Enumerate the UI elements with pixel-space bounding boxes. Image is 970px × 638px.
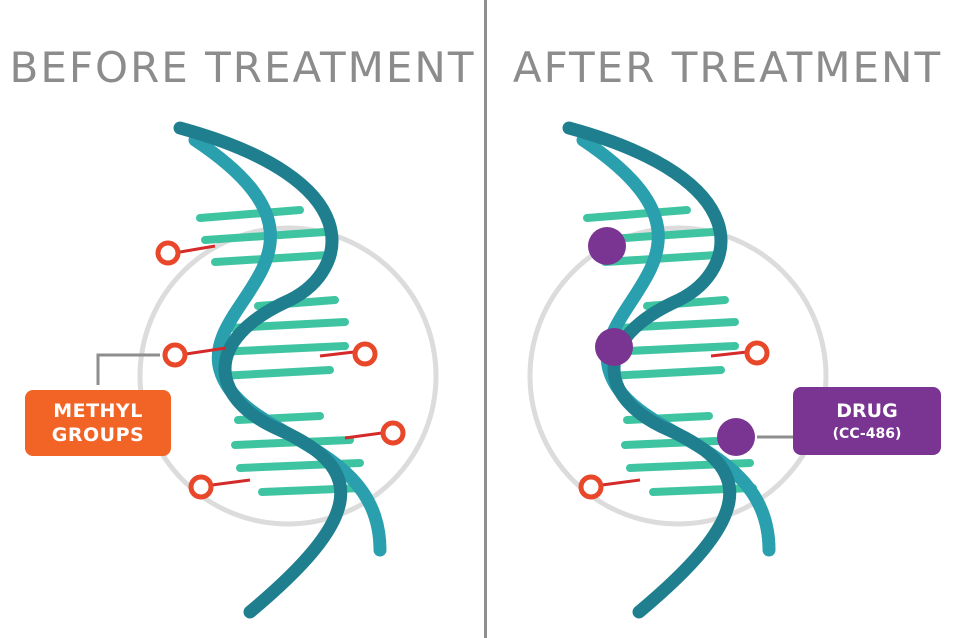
after-treatment-panel: AFTER TREATMENT [485,0,970,638]
drug-molecule [595,328,633,366]
methyl-group [352,341,378,367]
before-treatment-title: BEFORE TREATMENT [9,43,476,92]
methyl-group [380,420,406,446]
methyl-label-line1: METHYL [53,400,143,422]
panel-divider [484,0,487,638]
methyl-groups [578,340,770,500]
drug-label-line2: (CC-486) [832,426,902,442]
methyl-group [578,474,604,500]
methyl-callout-connector [96,353,160,385]
drug-label-line1: DRUG [836,400,898,422]
before-dna-diagram [96,121,439,619]
drug-label: DRUG (CC-486) [793,387,941,455]
background-circle [137,225,439,527]
methyl-group [162,342,188,368]
dna-strand-front [173,121,348,619]
before-treatment-panel: BEFORE TREATMENT [9,43,476,619]
methyl-group [744,340,770,366]
drug-molecule [588,227,626,265]
background-circle [527,225,829,527]
after-dna-diagram [527,121,829,619]
methyl-groups-label: METHYL GROUPS [25,390,171,456]
methyl-label-line2: GROUPS [51,424,145,446]
methyl-groups [155,240,406,500]
methyl-group [188,474,214,500]
drug-molecule [717,418,755,456]
drug-molecules [588,227,755,456]
after-treatment-title: AFTER TREATMENT [512,43,943,92]
methyl-group [155,240,181,266]
